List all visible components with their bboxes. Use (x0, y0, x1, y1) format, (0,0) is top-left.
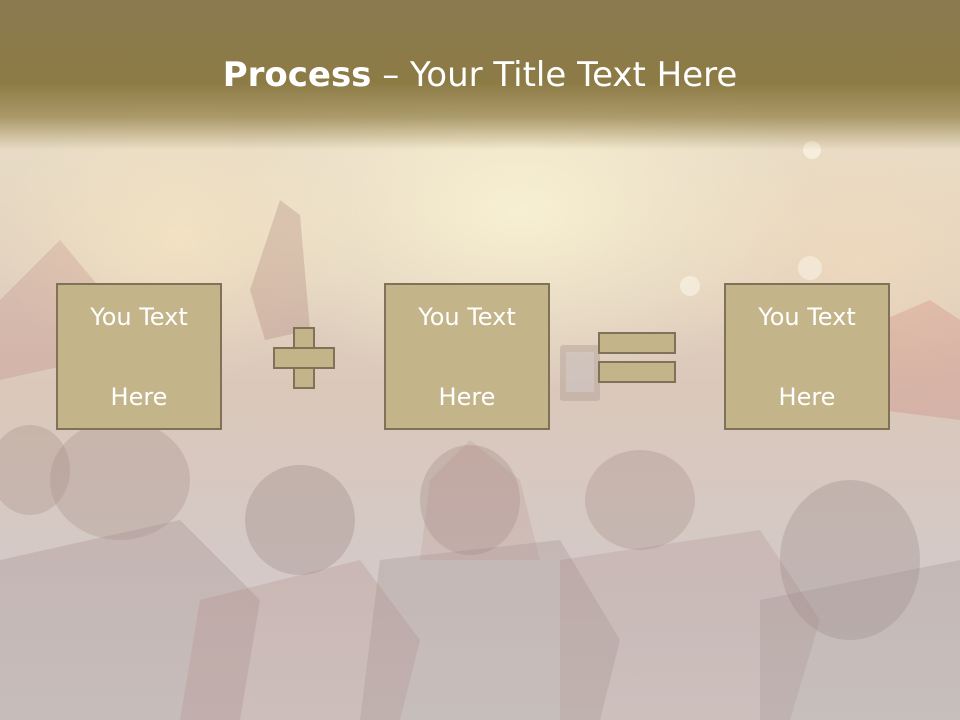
title-band (0, 0, 960, 150)
slide-title: Process – Your Title Text Here (0, 50, 960, 100)
plus-center (295, 349, 313, 367)
box-line-1: You Text (90, 302, 188, 331)
equals-icon-bottom-bar (598, 361, 676, 383)
box-line-2: Here (778, 382, 836, 411)
box-line-2: Here (438, 382, 496, 411)
box-line-1: You Text (758, 302, 856, 331)
box-line-1: You Text (418, 302, 516, 331)
title-bold: Process (222, 55, 372, 95)
plus-icon (273, 327, 335, 389)
box-line-2: Here (110, 382, 168, 411)
equals-icon-top-bar (598, 332, 676, 354)
title-rest: – Your Title Text Here (371, 55, 738, 95)
